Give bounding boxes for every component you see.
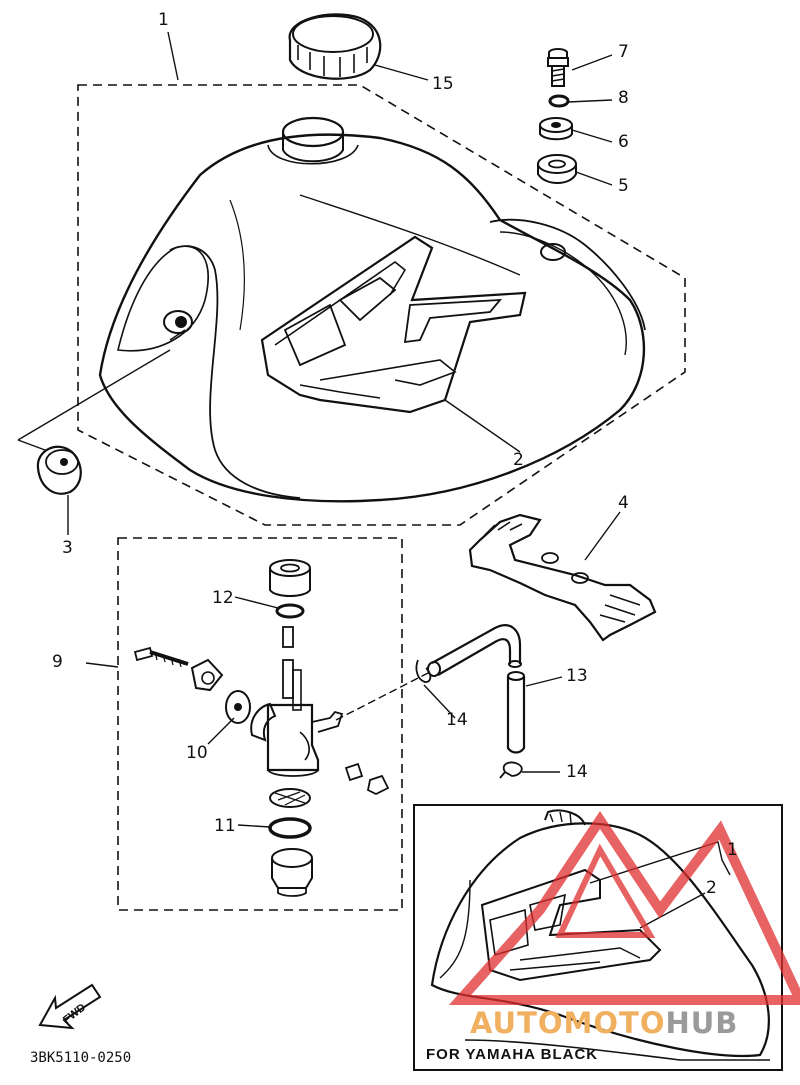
callout-13: 13 bbox=[566, 666, 588, 686]
callout-15: 15 bbox=[432, 74, 454, 94]
callout-4: 4 bbox=[618, 493, 629, 513]
callout-1: 1 bbox=[158, 10, 169, 30]
collar-6 bbox=[539, 117, 573, 141]
document-code: 3BK5110-0250 bbox=[30, 1050, 132, 1066]
watermark-logo bbox=[448, 810, 800, 1005]
inset-box bbox=[413, 804, 783, 1071]
callout-11: 11 bbox=[214, 816, 236, 836]
bracket-4 bbox=[468, 513, 657, 642]
fwd-arrow-icon bbox=[38, 983, 102, 1030]
tank-decal bbox=[260, 235, 527, 414]
fuel-cap bbox=[288, 13, 382, 80]
callout-12: 12 bbox=[212, 588, 234, 608]
hose-clip-lower bbox=[499, 761, 523, 779]
fuel-cock-outline bbox=[117, 537, 403, 911]
inset-callout-1: 1 bbox=[727, 840, 738, 860]
callout-9: 9 bbox=[52, 652, 63, 672]
damper-3 bbox=[36, 445, 82, 495]
watermark-part2: HUB bbox=[665, 1006, 739, 1040]
inset-leaders bbox=[589, 841, 731, 929]
watermark-text: AUTOMOTOHUB bbox=[470, 1006, 738, 1040]
fuel-cock bbox=[133, 559, 390, 897]
fuel-hose bbox=[427, 624, 526, 754]
hose-clip-upper bbox=[415, 659, 432, 683]
inset-caption: FOR YAMAHA BLACK bbox=[426, 1046, 599, 1063]
mount-line bbox=[17, 329, 186, 451]
callout-5: 5 bbox=[618, 176, 629, 196]
callout-2: 2 bbox=[513, 450, 524, 470]
callout-10: 10 bbox=[186, 743, 208, 763]
callout-8: 8 bbox=[618, 88, 629, 108]
watermark-part1: AUTOMOTO bbox=[470, 1006, 666, 1040]
damper-5 bbox=[537, 154, 577, 184]
callout-3: 3 bbox=[62, 538, 73, 558]
leader-lines bbox=[67, 31, 621, 828]
bolt-7 bbox=[547, 48, 569, 87]
callout-14-lower: 14 bbox=[566, 762, 588, 782]
callout-6: 6 bbox=[618, 132, 629, 152]
washer-8 bbox=[548, 94, 570, 108]
inset-callout-2: 2 bbox=[706, 878, 717, 898]
fuel-tank bbox=[98, 116, 646, 503]
callout-14-upper: 14 bbox=[446, 710, 468, 730]
callout-7: 7 bbox=[618, 42, 629, 62]
tank-assembly-outline bbox=[77, 84, 686, 526]
